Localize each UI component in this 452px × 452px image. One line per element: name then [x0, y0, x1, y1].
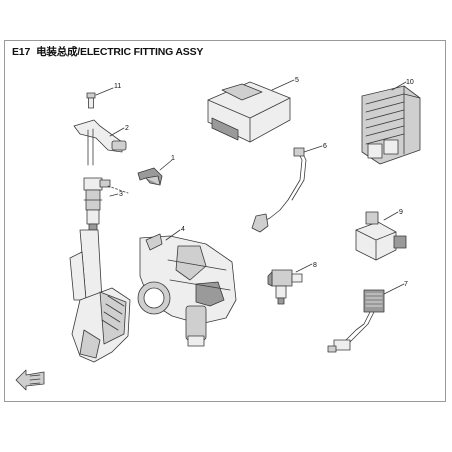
- leader-8: [295, 263, 313, 273]
- leader-2: [109, 127, 125, 137]
- callout-4: 4: [181, 226, 185, 233]
- diagram-frame: [4, 40, 446, 402]
- callout-11: 11: [114, 83, 121, 90]
- callout-6: 6: [323, 143, 327, 150]
- part-11-bolt[interactable]: [86, 92, 96, 109]
- callout-2: 2: [125, 125, 129, 132]
- leader-11: [95, 87, 114, 96]
- leader-3-dashed: [107, 185, 129, 194]
- part-8-temp-sensor[interactable]: [267, 269, 303, 305]
- intake-manifold[interactable]: [69, 229, 131, 363]
- leader-6: [303, 145, 323, 153]
- callout-9: 9: [399, 209, 403, 216]
- section-code: E17: [12, 46, 31, 58]
- page-title: E17 电装总成/ELECTRIC FITTING ASSY: [12, 44, 203, 59]
- leader-1: [159, 159, 173, 171]
- callout-8: 8: [313, 262, 317, 269]
- callout-5: 5: [295, 77, 299, 84]
- section-title: 电装总成/ELECTRIC FITTING ASSY: [36, 46, 204, 58]
- part-5-ecu[interactable]: [207, 81, 291, 143]
- callout-1: 1: [171, 155, 175, 162]
- part-6-cable[interactable]: [251, 147, 307, 233]
- leader-3: [109, 193, 119, 197]
- front-arrow-icon: [15, 369, 45, 391]
- callout-3: 3: [119, 191, 123, 198]
- part-9-sensor[interactable]: [355, 211, 407, 261]
- leader-9: [383, 211, 399, 221]
- part-7-o2-sensor[interactable]: [327, 289, 385, 353]
- callout-10: 10: [406, 79, 414, 86]
- part-1-connector-clip[interactable]: [137, 167, 163, 186]
- callout-7: 7: [404, 281, 408, 288]
- part-2-fuel-fitting[interactable]: [73, 119, 127, 166]
- leader-7: [383, 283, 405, 295]
- leader-4: [165, 229, 181, 241]
- part-4-throttle-body[interactable]: [137, 233, 237, 347]
- part-3-injector[interactable]: [83, 177, 111, 231]
- part-10-regulator[interactable]: [361, 85, 421, 165]
- leader-10: [391, 81, 407, 91]
- leader-5: [271, 79, 295, 91]
